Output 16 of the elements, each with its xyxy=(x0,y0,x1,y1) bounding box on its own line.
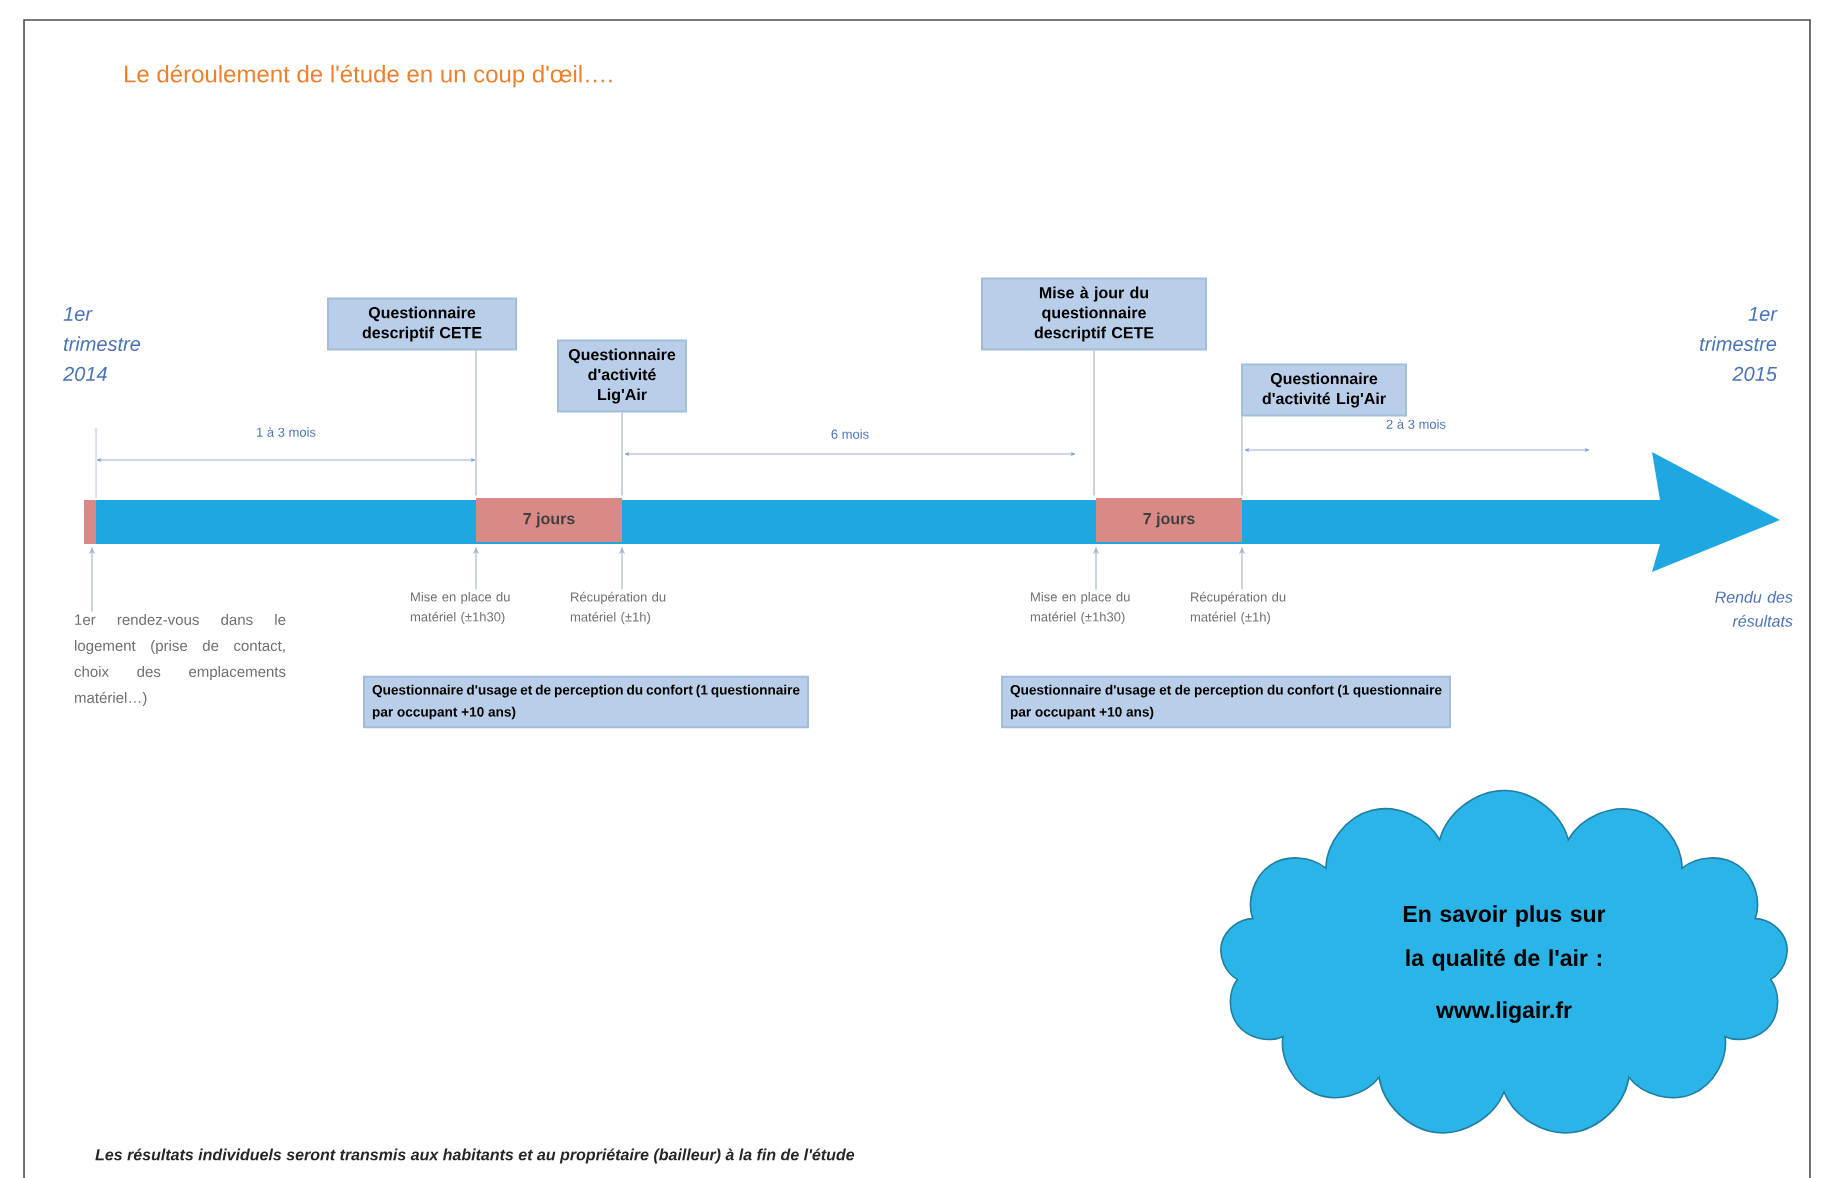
connector-line xyxy=(475,349,477,497)
info-cloud: En savoir plus sur la qualité de l'air : www.ligair.fr xyxy=(1220,789,1788,1134)
period-label: 1er trimestre 2015 xyxy=(1700,307,1778,381)
result-label: Rendu des résultats xyxy=(1715,591,1793,627)
footer-note: Les résultats individuels seront transmis aux habitants et au propriétaire (bailleur) à la fin de l'étude xyxy=(95,1148,855,1164)
period-segment: 7 jours xyxy=(476,498,622,542)
connector-line xyxy=(1241,415,1243,497)
questionnaire-box: Questionnaire descriptif CETE xyxy=(327,297,517,351)
period-segment: 7 jours xyxy=(1096,498,1242,542)
connector-line xyxy=(621,411,623,497)
connector-line xyxy=(1093,349,1095,497)
period-label: 1er trimestre 2014 xyxy=(62,307,141,381)
questionnaire-box: Questionnaire d'activité Lig'Air xyxy=(557,339,687,413)
questionnaire-box: Questionnaire d'activité Lig'Air xyxy=(1241,363,1407,417)
questionnaire-box: Mise à jour du questionnaire descriptif CETE xyxy=(981,277,1207,351)
title: Le déroulement de l'étude en un coup d'œil…. xyxy=(125,64,612,88)
